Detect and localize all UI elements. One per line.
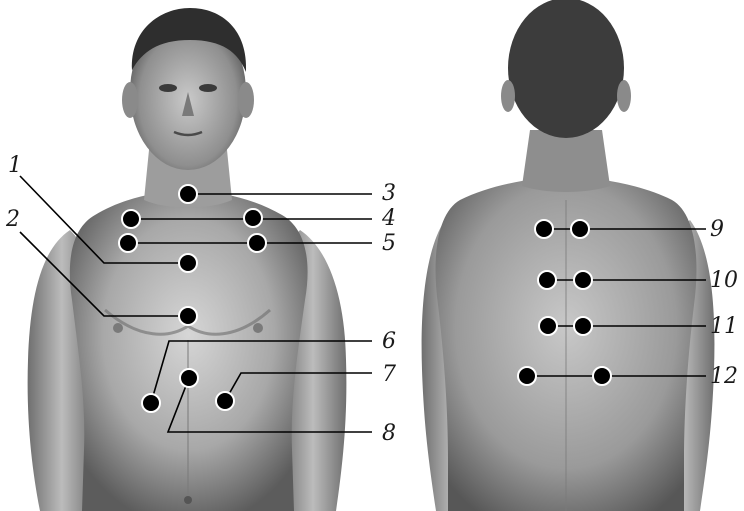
label-10: 10 bbox=[710, 268, 738, 293]
point-dot-7 bbox=[216, 392, 234, 410]
point-dot-12-left bbox=[518, 367, 536, 385]
point-dot-6 bbox=[142, 394, 160, 412]
label-4: 4 bbox=[381, 206, 396, 231]
label-11: 11 bbox=[710, 314, 738, 339]
point-dot-12-right bbox=[593, 367, 611, 385]
point-dot-9-right bbox=[571, 220, 589, 238]
back-ear-right bbox=[617, 80, 631, 112]
point-dot-5-right bbox=[248, 234, 266, 252]
point-dot-10-left bbox=[538, 271, 556, 289]
back-ear-left bbox=[501, 80, 515, 112]
point-dot-4-right bbox=[244, 209, 262, 227]
label-8: 8 bbox=[382, 421, 396, 446]
point-dot-5-left bbox=[119, 234, 137, 252]
front-navel bbox=[184, 496, 192, 504]
point-dot-9-left bbox=[535, 220, 553, 238]
label-12: 12 bbox=[710, 364, 738, 389]
point-dot-11-left bbox=[539, 317, 557, 335]
front-ear-right bbox=[238, 82, 254, 118]
point-dot-2 bbox=[179, 307, 197, 325]
label-7: 7 bbox=[382, 362, 396, 387]
point-dot-3 bbox=[179, 185, 197, 203]
label-2: 2 bbox=[5, 207, 20, 232]
back-head bbox=[508, 0, 624, 138]
point-dot-8 bbox=[180, 369, 198, 387]
label-1: 1 bbox=[8, 153, 22, 178]
front-ear-left bbox=[122, 82, 138, 118]
front-nipple-right bbox=[253, 323, 263, 333]
point-dot-4-left bbox=[122, 210, 140, 228]
label-6: 6 bbox=[382, 329, 396, 354]
point-dot-1 bbox=[179, 254, 197, 272]
point-dot-10-right bbox=[574, 271, 592, 289]
label-3: 3 bbox=[382, 181, 396, 206]
back-torso-illustration bbox=[422, 0, 715, 511]
label-5: 5 bbox=[382, 231, 396, 256]
back-neck bbox=[522, 130, 610, 192]
point-dot-11-right bbox=[574, 317, 592, 335]
front-eye-left bbox=[159, 84, 177, 92]
front-nipple-left bbox=[113, 323, 123, 333]
front-eye-right bbox=[199, 84, 217, 92]
label-9: 9 bbox=[710, 217, 724, 242]
